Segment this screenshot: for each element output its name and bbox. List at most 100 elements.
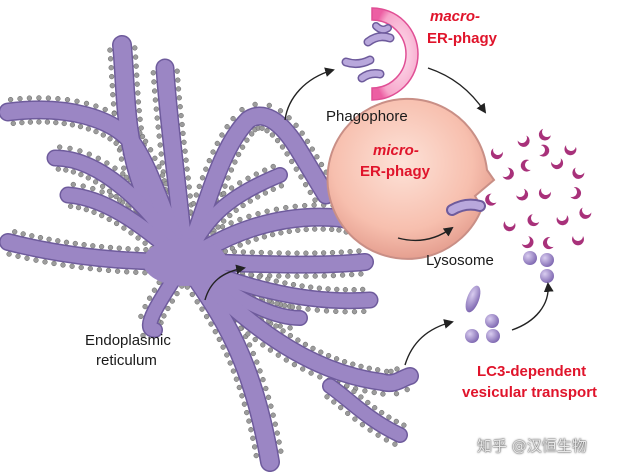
- ribosome: [320, 250, 327, 256]
- ribosome: [280, 328, 286, 334]
- ribosome: [158, 151, 164, 157]
- ribosome: [269, 231, 276, 238]
- ribosome: [114, 268, 121, 274]
- ribosome: [228, 185, 235, 191]
- ribosome: [147, 147, 154, 153]
- ribosome: [20, 231, 26, 237]
- ribosome: [303, 273, 309, 279]
- ribosome: [193, 192, 199, 198]
- ribosome: [244, 409, 250, 416]
- ribosome: [245, 331, 251, 337]
- ribosome: [341, 359, 348, 365]
- er-tubule: [177, 108, 334, 270]
- ribosome: [61, 120, 67, 127]
- ribosome: [55, 238, 61, 244]
- ribosome: [312, 273, 318, 279]
- ribosome: [296, 305, 302, 311]
- arrow-vesicles-to-lysosome: [511, 282, 554, 331]
- ribosome: [312, 226, 318, 232]
- ribosome: [182, 148, 188, 154]
- lc3-transport-label-line1: LC3-dependent: [477, 363, 587, 380]
- ribosome: [183, 157, 189, 163]
- vesicle: [486, 329, 500, 343]
- ribosome: [304, 138, 311, 144]
- ribosome: [177, 104, 183, 110]
- ribosome: [228, 167, 235, 173]
- ribosome: [36, 119, 42, 125]
- ribosome: [329, 226, 335, 233]
- ribosome: [331, 399, 337, 405]
- ribosome: [270, 163, 276, 170]
- ribosome: [63, 239, 70, 245]
- ribosome: [87, 265, 93, 272]
- ribosome: [111, 110, 117, 117]
- lysosomal-enzyme: [521, 236, 534, 249]
- ribosome: [230, 115, 236, 122]
- lysosome-body: [326, 97, 496, 260]
- vesicle: [465, 329, 479, 343]
- ribosome: [365, 399, 371, 406]
- ribosome: [342, 309, 348, 315]
- ribosome: [247, 198, 253, 204]
- ribosome: [249, 249, 255, 255]
- ribosome: [70, 181, 76, 188]
- ribosome: [287, 332, 294, 339]
- ribosome: [251, 444, 258, 450]
- ribosome: [232, 159, 238, 165]
- ribosome: [379, 409, 385, 416]
- ribosome: [282, 280, 288, 286]
- ribosome: [75, 204, 82, 211]
- ribosome: [133, 269, 139, 275]
- ribosome: [239, 106, 245, 113]
- ribosome: [245, 239, 251, 245]
- ribosome: [338, 249, 344, 255]
- ribosome: [199, 306, 205, 312]
- ribosome: [351, 388, 357, 395]
- micro-er-phagy-label-line1: micro-: [373, 142, 419, 159]
- ribosome: [314, 307, 320, 313]
- ribosome: [161, 313, 167, 319]
- ribosome: [107, 136, 113, 142]
- lysosomal-enzyme: [527, 214, 540, 227]
- ribosome: [174, 68, 180, 74]
- ribosome: [359, 422, 366, 428]
- ribosome: [99, 189, 105, 195]
- ribosome: [258, 249, 264, 256]
- lysosomal-enzyme: [579, 207, 592, 219]
- ribosome: [324, 394, 330, 400]
- ribosome: [404, 386, 410, 393]
- ribosome: [289, 158, 295, 165]
- ribosome: [190, 200, 197, 207]
- ribosome: [358, 271, 364, 277]
- ribosome: [291, 361, 298, 368]
- ribosome: [285, 273, 291, 279]
- lysosomal-enzyme: [564, 145, 577, 156]
- lysosomal-enzyme: [539, 144, 550, 157]
- ribosome: [165, 305, 171, 312]
- ribosome: [260, 376, 266, 383]
- ribosome: [199, 175, 206, 181]
- ribosome: [278, 183, 285, 189]
- ribosome: [64, 97, 71, 103]
- ribosome: [77, 148, 83, 154]
- ribosome: [121, 165, 127, 171]
- ribosome: [225, 175, 231, 181]
- ribosome: [93, 103, 99, 109]
- ribosome: [233, 376, 240, 382]
- lysosomal-enzyme: [551, 158, 564, 170]
- ribosome: [235, 151, 242, 158]
- ribosome: [185, 175, 191, 181]
- ribosome: [254, 359, 260, 365]
- ribosome: [110, 101, 117, 107]
- lc3-transport-label-line2: vesicular transport: [462, 384, 598, 401]
- ribosome: [358, 363, 364, 370]
- ribosome: [125, 246, 131, 252]
- ribosome: [176, 95, 182, 101]
- ribosome: [356, 248, 362, 254]
- ribosome: [352, 416, 358, 422]
- ribosome: [203, 166, 209, 172]
- ribosome: [194, 299, 200, 305]
- ribosome: [81, 242, 87, 248]
- ribosome: [294, 250, 300, 256]
- ribosome: [36, 95, 42, 101]
